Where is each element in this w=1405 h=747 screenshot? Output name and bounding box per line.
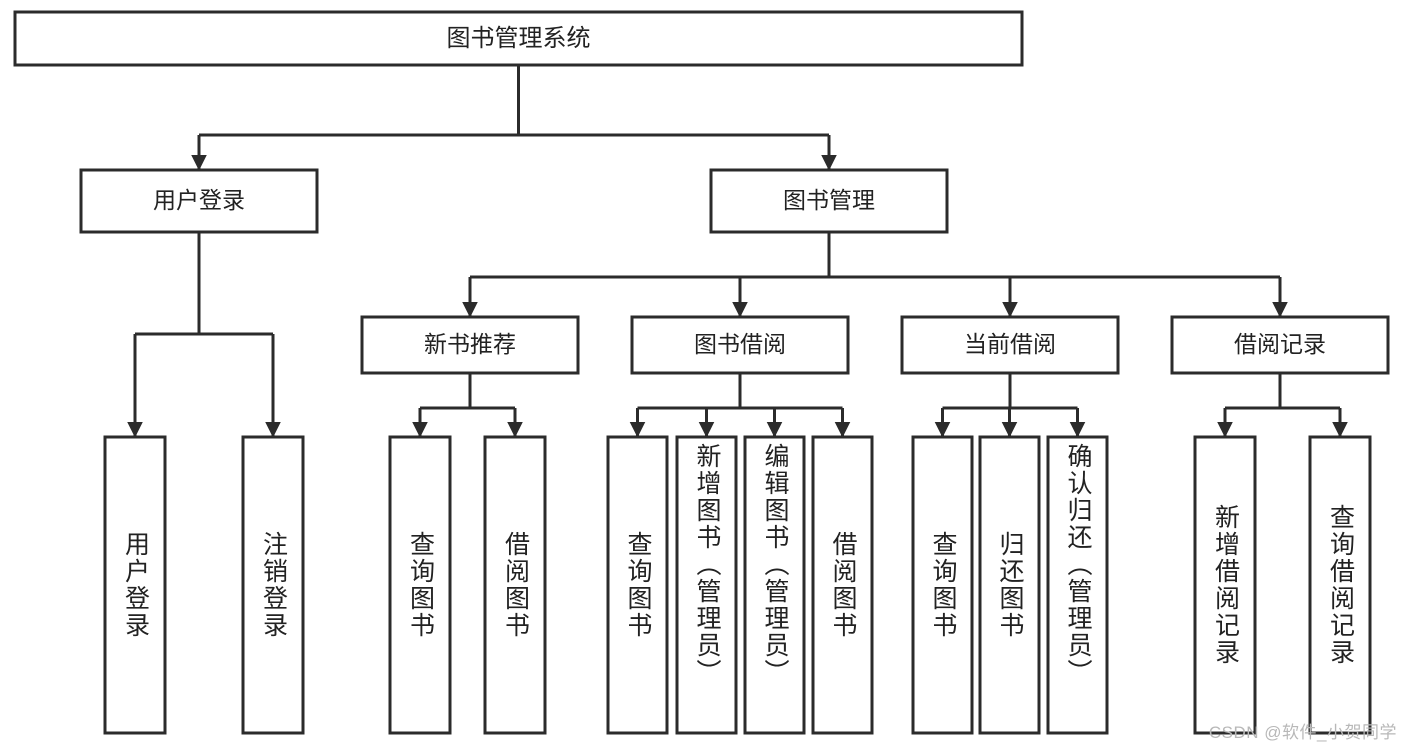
node-label-current-borrow: 当前借阅	[964, 331, 1056, 357]
node-box-leaf-add-record	[1193, 435, 1257, 735]
node-book-manage[interactable]: 图书管理	[709, 168, 949, 234]
node-user-login[interactable]: 用户登录	[79, 168, 319, 234]
watermark-text: CSDN @软件_小贺同学	[1208, 723, 1397, 742]
node-leaf-query-book-2[interactable]	[606, 435, 669, 735]
node-box-root	[13, 10, 1024, 67]
node-box-leaf-return-book	[978, 435, 1041, 735]
node-leaf-add-record[interactable]	[1193, 435, 1257, 735]
node-borrow-record[interactable]: 借阅记录	[1170, 315, 1390, 375]
node-leaf-borrow-book-2[interactable]	[811, 435, 874, 735]
node-box-book-manage	[709, 168, 949, 234]
node-label-user-login: 用户登录	[153, 187, 245, 213]
node-label-borrow-record: 借阅记录	[1234, 331, 1326, 357]
node-book-borrow[interactable]: 图书借阅	[630, 315, 850, 375]
node-box-leaf-edit-book	[743, 435, 806, 735]
node-box-leaf-query-record	[1308, 435, 1372, 735]
node-box-leaf-confirm-return	[1046, 435, 1109, 735]
node-leaf-return-book[interactable]	[978, 435, 1041, 735]
node-box-leaf-borrow-book-2	[811, 435, 874, 735]
node-box-book-borrow	[630, 315, 850, 375]
node-box-leaf-query-book-2	[606, 435, 669, 735]
node-leaf-add-book[interactable]	[675, 435, 738, 735]
node-leaf-query-record[interactable]	[1308, 435, 1372, 735]
node-box-borrow-record	[1170, 315, 1390, 375]
node-leaf-user-login[interactable]	[103, 435, 167, 735]
node-box-user-login	[79, 168, 319, 234]
node-label-book-manage: 图书管理	[783, 187, 875, 213]
node-leaf-borrow-book-1[interactable]	[483, 435, 547, 735]
node-current-borrow[interactable]: 当前借阅	[900, 315, 1120, 375]
node-label-book-borrow: 图书借阅	[694, 331, 786, 357]
node-box-leaf-query-book-1	[388, 435, 452, 735]
node-box-leaf-user-logout	[241, 435, 305, 735]
node-root[interactable]: 图书管理系统	[13, 10, 1024, 67]
node-box-leaf-query-book-3	[911, 435, 974, 735]
connector-layer	[127, 65, 1348, 438]
node-label-new-book-recommend: 新书推荐	[424, 331, 516, 357]
node-leaf-query-book-3[interactable]	[911, 435, 974, 735]
node-box-leaf-user-login	[103, 435, 167, 735]
node-leaf-edit-book[interactable]	[743, 435, 806, 735]
node-box-current-borrow	[900, 315, 1120, 375]
node-leaf-query-book-1[interactable]	[388, 435, 452, 735]
node-new-book-recommend[interactable]: 新书推荐	[360, 315, 580, 375]
node-box-leaf-add-book	[675, 435, 738, 735]
node-leaf-confirm-return[interactable]	[1046, 435, 1109, 735]
node-box-leaf-borrow-book-1	[483, 435, 547, 735]
node-leaf-user-logout[interactable]	[241, 435, 305, 735]
node-label-root: 图书管理系统	[447, 25, 591, 52]
node-box-new-book-recommend	[360, 315, 580, 375]
